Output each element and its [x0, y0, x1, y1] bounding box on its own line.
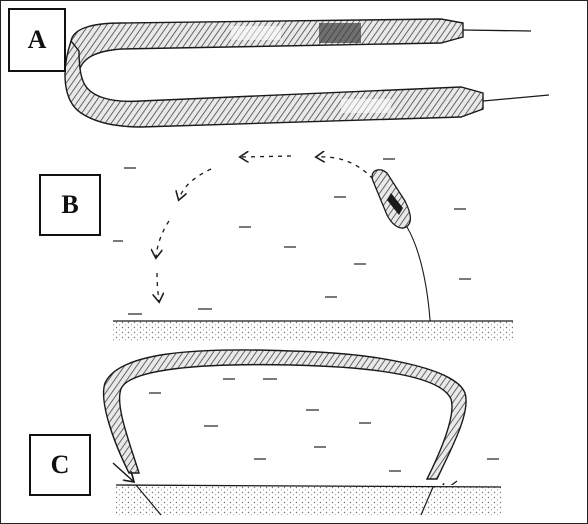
water-marks [113, 159, 471, 314]
panel-a-worm [65, 19, 549, 127]
worm-dark-segment [319, 23, 361, 43]
panel-c-scene [104, 350, 501, 515]
panel-label-a: A [8, 8, 66, 72]
arched-worm-body [104, 350, 467, 479]
sediment-b [113, 321, 513, 341]
worm-tail-upper [463, 30, 531, 31]
panel-b-scene [113, 156, 513, 341]
worm-light-segment [231, 26, 281, 40]
worm-lower-arm [65, 41, 483, 127]
worm-tail-lower [483, 95, 549, 101]
larva [372, 170, 431, 336]
panel-label-c: C [29, 434, 91, 496]
panel-label-b: B [39, 174, 101, 236]
sediment-c [116, 485, 501, 515]
swim-path [156, 156, 373, 301]
larva-tail [407, 227, 431, 336]
worm-light-segment [341, 99, 391, 113]
